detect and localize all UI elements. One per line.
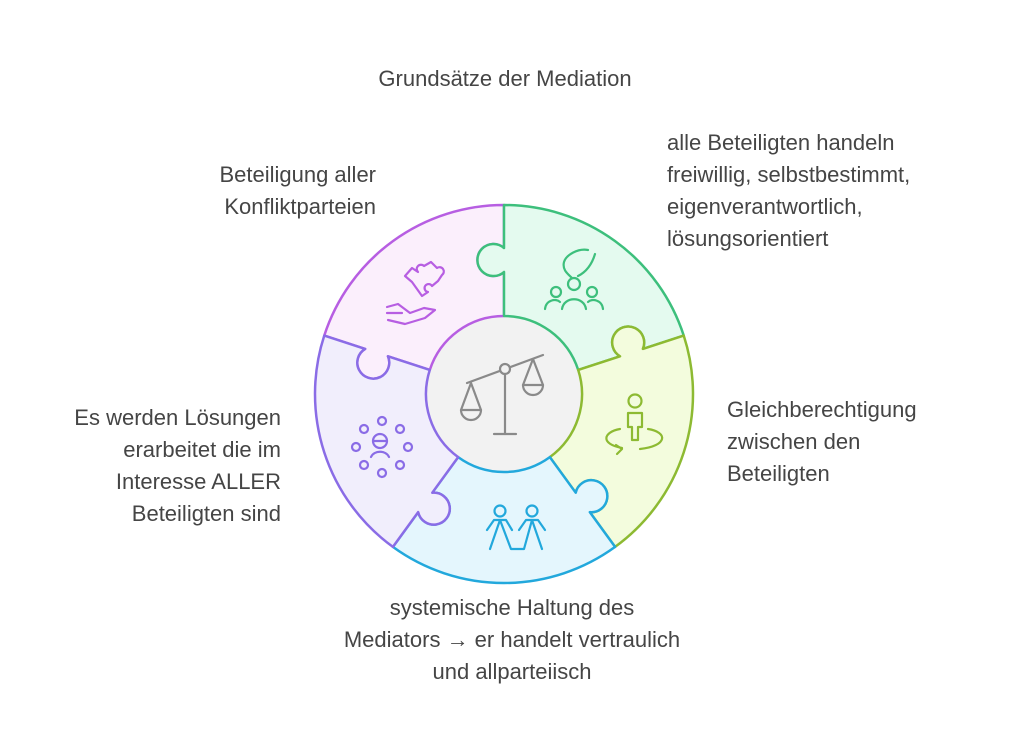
label-line: eigenverantwortlich,	[667, 194, 863, 219]
label-line: freiwillig, selbstbestimmt,	[667, 162, 911, 187]
label-line: und allparteiisch	[432, 659, 592, 684]
label-line: lösungsorientiert	[667, 226, 829, 251]
label-line: Beteiligung aller	[219, 162, 376, 187]
label-line: Es werden Lösungen	[74, 405, 281, 430]
hand-puzzle-icon	[385, 260, 445, 326]
network-person-icon	[350, 415, 414, 479]
label-voluntary: alle Beteiligten handeln freiwillig, sel…	[667, 127, 910, 255]
person-rotate-icon	[605, 393, 664, 456]
diagram-title: Grundsätze der Mediation	[378, 66, 632, 91]
label-line: Konfliktparteien	[224, 194, 376, 219]
label-line: systemische Haltung des	[389, 595, 635, 620]
label-line: erarbeitet die im	[123, 437, 281, 462]
label-line: Interesse ALLER	[115, 469, 281, 494]
label-line: alle Beteiligten handeln	[667, 130, 895, 155]
label-line: Mediators → er handelt vertraulich	[343, 627, 681, 652]
label-line: Beteiligten sind	[131, 501, 281, 526]
label-solutions: Es werden Lösungen erarbeitet die im Int…	[74, 402, 281, 530]
scales-icon	[459, 353, 545, 436]
label-equality: Gleichberechtigung zwischen den Beteilig…	[727, 394, 917, 490]
label-line: Gleichberechtigung	[727, 397, 917, 422]
label-systemic: systemische Haltung des Mediators → er h…	[262, 592, 762, 688]
group-magnet-icon	[543, 248, 605, 311]
label-line: zwischen den	[727, 429, 861, 454]
label-line: Beteiligten	[727, 461, 830, 486]
holding-hands-icon	[485, 504, 547, 551]
label-participation: Beteiligung aller Konfliktparteien	[219, 159, 376, 223]
